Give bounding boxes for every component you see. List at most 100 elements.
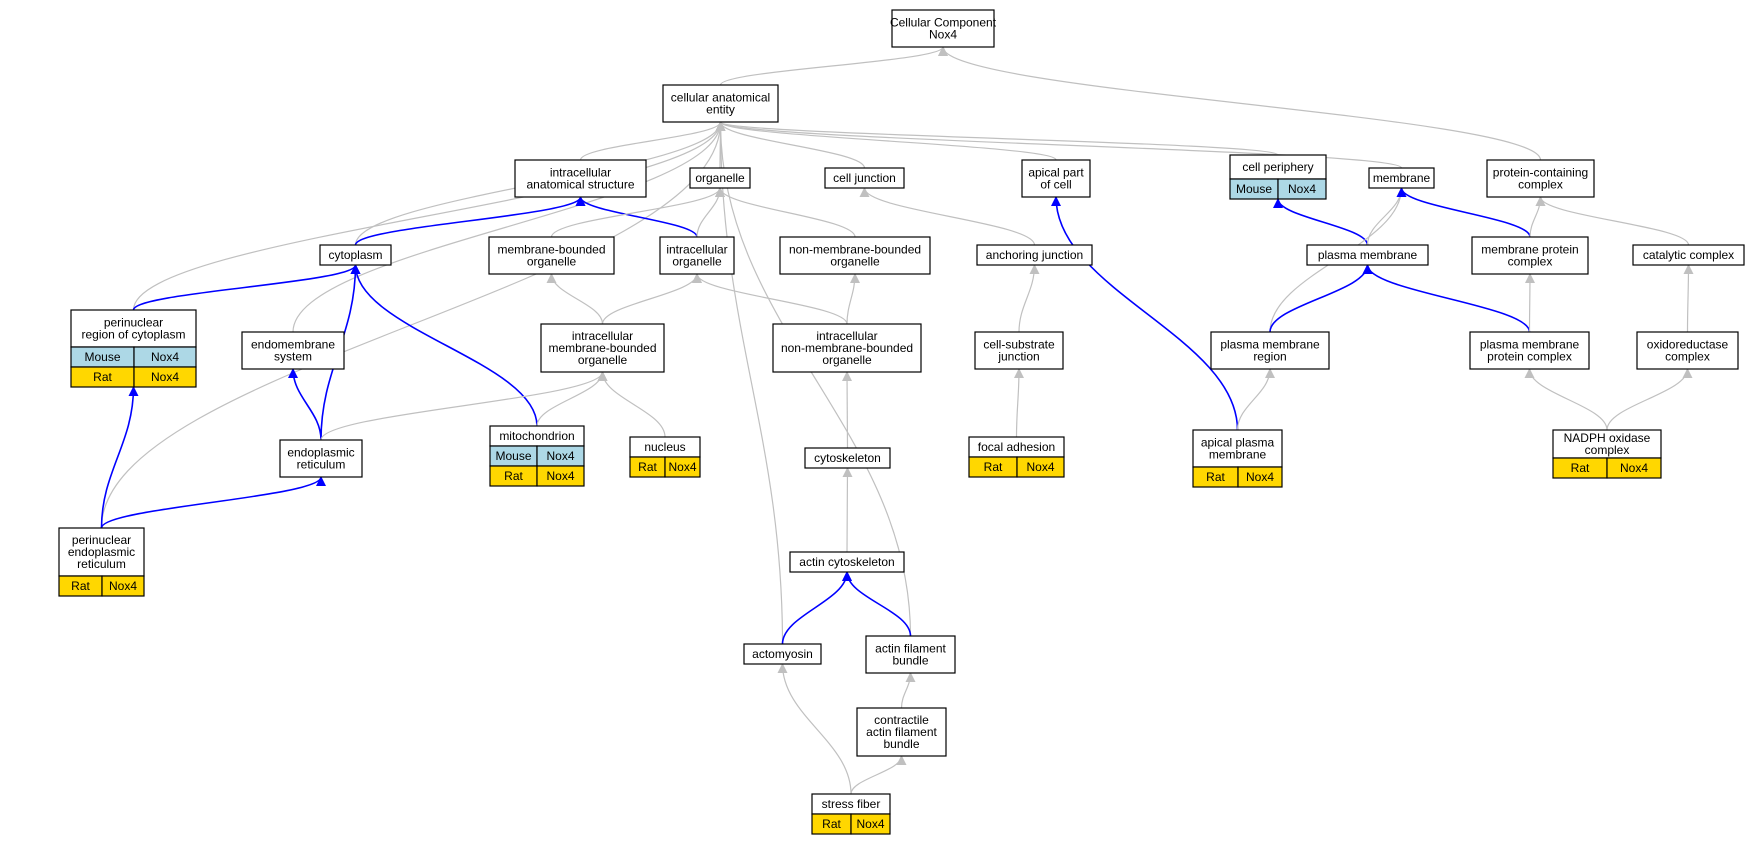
node-label-line: membrane	[1373, 171, 1431, 185]
node-cytoplasm[interactable]: cytoplasm	[319, 244, 392, 266]
edge-cafb-to-afb	[900, 672, 916, 709]
node-box	[743, 643, 822, 665]
node-box	[662, 84, 779, 123]
node-actin-cytoskeleton[interactable]: actin cytoskeleton	[789, 551, 905, 573]
gene-label: Nox4	[1026, 460, 1054, 474]
gene-label: Nox4	[1246, 470, 1274, 484]
edge-membrane-to-cae	[715, 121, 1403, 169]
node-label-line: membrane-bounded	[497, 243, 605, 257]
node-box	[1368, 167, 1435, 189]
species-label: Mouse	[1236, 182, 1272, 196]
node-label-line: cytoskeleton	[814, 451, 881, 465]
edge-imbo-to-mbo	[546, 273, 604, 325]
gene-label: Nox4	[109, 579, 137, 593]
node-label-line: complex	[1665, 350, 1710, 364]
node-label-line: organelle	[822, 353, 872, 367]
node-label-line: region	[1253, 350, 1286, 364]
node-box	[779, 236, 931, 275]
node-label-line: anatomical structure	[526, 178, 634, 192]
gene-cell	[1606, 457, 1662, 479]
node-box	[279, 439, 363, 478]
node-label-line: endoplasmic	[68, 545, 135, 559]
node-label-line: complex	[1585, 443, 1630, 457]
edge-perireg-to-cae	[132, 121, 726, 311]
node-box	[540, 323, 665, 373]
node-label-line: membrane	[1209, 448, 1267, 462]
edge-actomyosin-to-cae	[715, 121, 784, 645]
node-intracellular-non-membrane-bounded-organelle[interactable]: intracellularnon-membrane-boundedorganel…	[772, 323, 922, 373]
node-anchoring-junction[interactable]: anchoring junction	[976, 244, 1093, 266]
edge-er-to-imbo	[320, 371, 608, 441]
node-label-line: organelle	[830, 255, 880, 269]
node-label-line: contractile	[874, 713, 929, 727]
node-label-line: system	[274, 350, 312, 364]
node-label-line: protein complex	[1487, 350, 1572, 364]
node-box	[789, 551, 905, 573]
edge-actincs-to-cytoskel	[842, 467, 853, 553]
node-label-line: focal adhesion	[978, 440, 1055, 454]
node-label-line: actin filament	[866, 725, 937, 739]
gene-label: Nox4	[546, 449, 574, 463]
node-label-line: cell junction	[833, 171, 896, 185]
node-label-line: actomyosin	[752, 647, 813, 661]
node-box	[976, 244, 1093, 266]
gene-label: Nox4	[668, 460, 696, 474]
node-box	[804, 447, 891, 469]
gene-label: Nox4	[151, 370, 179, 384]
node-actomyosin[interactable]: actomyosin	[743, 643, 822, 665]
node-cytoskeleton[interactable]: cytoskeleton	[804, 447, 891, 469]
edge-oxido-to-catalytic	[1683, 264, 1694, 333]
species-label: Rat	[1206, 470, 1225, 484]
node-organelle[interactable]: organelle	[689, 167, 751, 189]
node-membrane[interactable]: membrane	[1368, 167, 1435, 189]
gene-label: Nox4	[546, 469, 574, 483]
gene-label: Nox4	[1288, 182, 1316, 196]
node-label-line: membrane-bounded	[548, 341, 656, 355]
node-label-line: organelle	[527, 255, 577, 269]
node-catalytic-complex[interactable]: catalytic complex	[1632, 244, 1745, 266]
edge-io-to-ias	[575, 196, 698, 238]
edge-focal-to-csj	[1013, 368, 1024, 438]
edge-pmpc-to-mpc	[1524, 273, 1535, 333]
node-label-line: cytoplasm	[328, 248, 382, 262]
species-label: Mouse	[495, 449, 531, 463]
gene-label: Nox4	[1620, 461, 1648, 475]
node-label-line: mitochondrion	[499, 429, 574, 443]
edge-nadph-to-oxido	[1606, 368, 1693, 431]
node-label-line: cell periphery	[1242, 160, 1313, 174]
gene-cell	[1237, 466, 1283, 488]
node-label-line: intracellular	[816, 329, 877, 343]
node-label-line: nucleus	[644, 440, 685, 454]
node-cell-junction[interactable]: cell junction	[824, 167, 905, 189]
node-plasma-membrane[interactable]: plasma membrane	[1306, 244, 1429, 266]
node-label-line: plasma membrane	[1480, 338, 1580, 352]
edge-pner-to-er	[100, 476, 326, 529]
